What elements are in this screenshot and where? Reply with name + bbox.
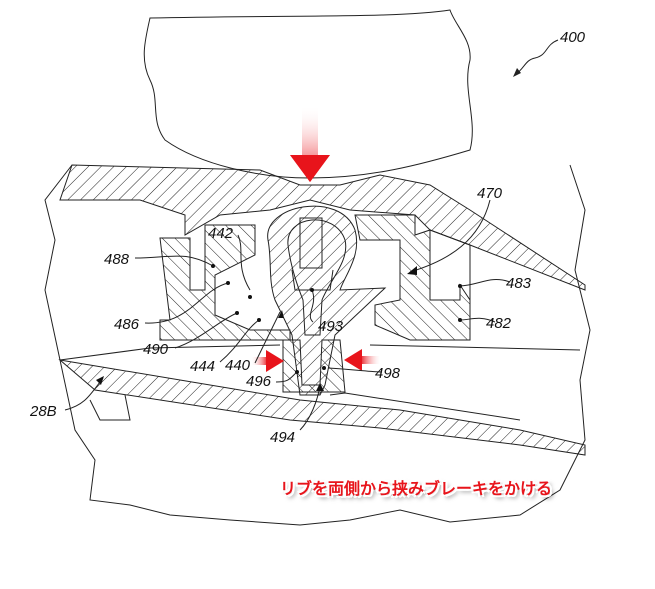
label-440: 440 [225, 357, 251, 374]
label-483: 483 [506, 275, 532, 292]
lower-plate [58, 359, 586, 456]
label-493: 493 [318, 318, 344, 335]
left-frame [159, 224, 291, 341]
figure-number: 400 [513, 29, 586, 77]
label-470: 470 [477, 185, 503, 202]
label-496: 496 [246, 373, 272, 390]
label-482: 482 [486, 315, 512, 332]
label-486: 486 [114, 316, 140, 333]
label-28b: 28B [29, 403, 57, 420]
label-444: 444 [190, 358, 215, 375]
rib [282, 339, 346, 393]
pressing-object [143, 9, 473, 179]
squeeze-arrow-left [252, 350, 284, 372]
annotation-caption: リブを両側から挟みブレーキをかける [280, 479, 553, 498]
housing-outline [44, 164, 591, 526]
right-frame [354, 214, 471, 341]
label-442: 442 [208, 225, 234, 242]
leader-dots [211, 264, 462, 374]
label-488: 488 [104, 251, 130, 268]
squeeze-arrow-right [344, 349, 380, 371]
svg-text:400: 400 [560, 29, 586, 46]
label-498: 498 [375, 365, 401, 382]
label-490: 490 [143, 341, 169, 358]
label-494: 494 [270, 429, 295, 446]
